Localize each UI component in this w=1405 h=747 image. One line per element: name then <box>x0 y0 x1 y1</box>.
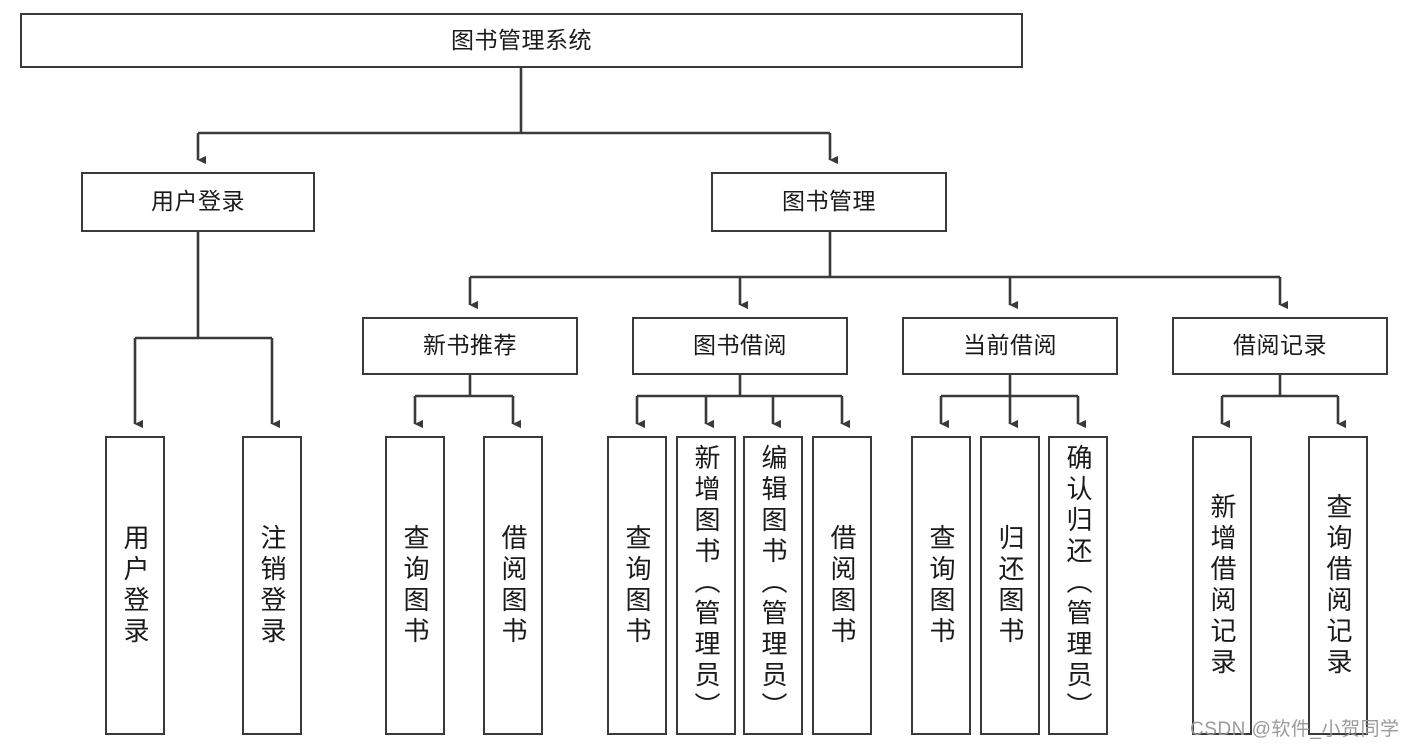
node-borrowing-record[interactable]: 借阅记录 <box>1172 317 1388 375</box>
leaf-query-books-new-book[interactable]: 查询图书 <box>385 436 445 735</box>
node-label: 借阅图书 <box>498 523 528 648</box>
leaf-borrow-books-borrowing[interactable]: 借阅图书 <box>812 436 872 735</box>
node-label: 确认归还（管理员） <box>1063 444 1093 723</box>
node-label: 当前借阅 <box>963 332 1057 359</box>
leaf-edit-book-admin[interactable]: 编辑图书（管理员） <box>743 436 803 735</box>
node-current-borrowing[interactable]: 当前借阅 <box>902 317 1118 375</box>
node-label: 用户登录 <box>120 523 150 648</box>
node-label: 查询图书 <box>926 523 956 648</box>
node-label: 归还图书 <box>995 523 1025 648</box>
node-label: 编辑图书（管理员） <box>758 444 788 723</box>
node-book-borrowing[interactable]: 图书借阅 <box>632 317 848 375</box>
leaf-add-book-admin[interactable]: 新增图书（管理员） <box>676 436 736 735</box>
leaf-logout-login[interactable]: 注销登录 <box>242 436 302 735</box>
node-book-management[interactable]: 图书管理 <box>711 172 947 232</box>
node-label: 新书推荐 <box>423 332 517 359</box>
leaf-add-borrowing-record[interactable]: 新增借阅记录 <box>1192 436 1252 735</box>
node-new-book-recommendation[interactable]: 新书推荐 <box>362 317 578 375</box>
node-label: 新增借阅记录 <box>1207 492 1237 679</box>
node-label: 图书管理系统 <box>451 26 592 53</box>
node-label: 借阅图书 <box>827 523 857 648</box>
node-root-book-management-system[interactable]: 图书管理系统 <box>20 13 1023 68</box>
node-label: 借阅记录 <box>1233 332 1327 359</box>
watermark-text: CSDN @软件_小贺同学 <box>1190 719 1400 740</box>
node-label: 用户登录 <box>151 188 245 215</box>
node-user-login[interactable]: 用户登录 <box>81 172 315 232</box>
leaf-return-books[interactable]: 归还图书 <box>980 436 1040 735</box>
leaf-query-borrowing-record[interactable]: 查询借阅记录 <box>1308 436 1368 735</box>
leaf-user-login[interactable]: 用户登录 <box>105 436 165 735</box>
node-label: 图书借阅 <box>693 332 787 359</box>
node-label: 新增图书（管理员） <box>691 444 721 723</box>
node-label: 注销登录 <box>257 523 287 648</box>
leaf-borrow-books-new-book[interactable]: 借阅图书 <box>483 436 543 735</box>
node-label: 查询图书 <box>622 523 652 648</box>
leaf-query-books-current[interactable]: 查询图书 <box>911 436 971 735</box>
leaf-query-books-borrowing[interactable]: 查询图书 <box>607 436 667 735</box>
node-label: 图书管理 <box>782 188 876 215</box>
leaf-confirm-return-admin[interactable]: 确认归还（管理员） <box>1048 436 1108 735</box>
node-label: 查询借阅记录 <box>1323 492 1353 679</box>
node-label: 查询图书 <box>400 523 430 648</box>
